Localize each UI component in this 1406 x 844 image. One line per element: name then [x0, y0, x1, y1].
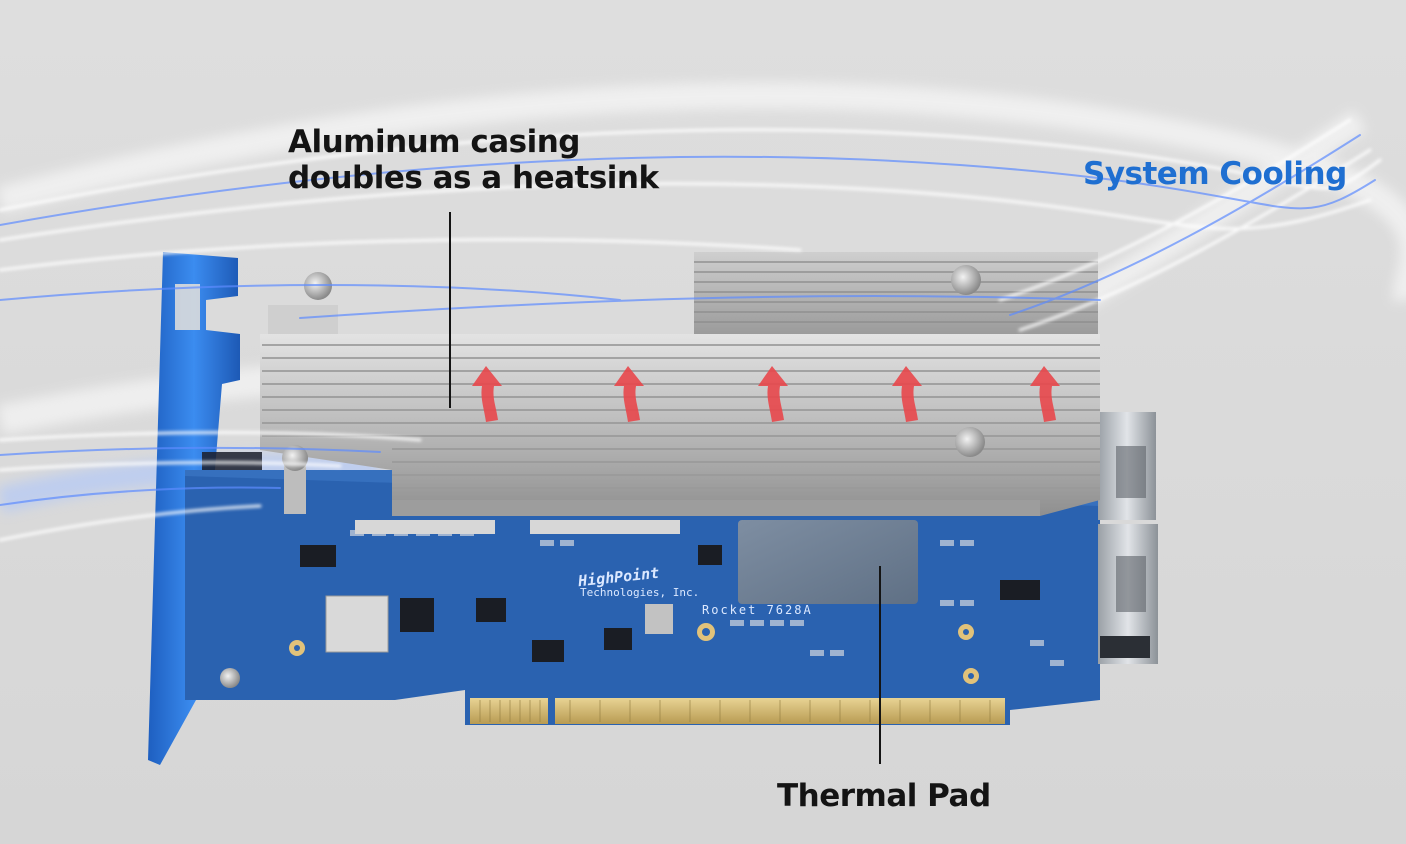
thermal-pad-label: Thermal Pad: [777, 778, 991, 814]
casing-callout: Aluminum casing doubles as a heatsink: [288, 124, 659, 196]
casing-callout-line1: Aluminum casing: [288, 124, 580, 160]
aluminum-heatsink: [260, 252, 1100, 516]
thermal-pad: [738, 520, 918, 604]
airflow-streaks: [0, 118, 1382, 542]
heat-up-arrow-icon: [472, 366, 1060, 422]
system-cooling-label: System Cooling: [1083, 156, 1347, 192]
casing-callout-line2: doubles as a heatsink: [288, 160, 659, 196]
sff-ports: [1098, 412, 1158, 664]
board-model-text: Rocket 7628A: [702, 603, 813, 617]
screw-icon: [220, 265, 985, 688]
board-brand-subtext: Technologies, Inc.: [580, 586, 700, 599]
